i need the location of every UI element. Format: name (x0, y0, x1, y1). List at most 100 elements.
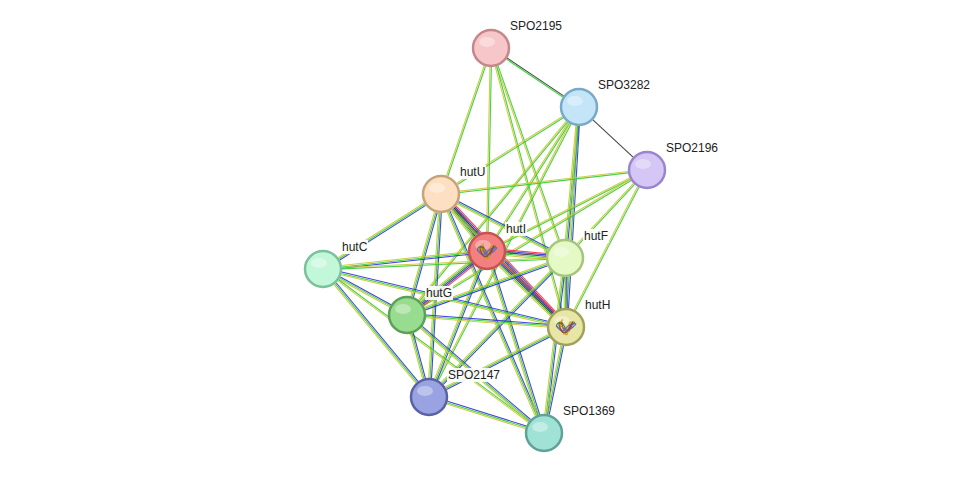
evidence-line (447, 403, 526, 428)
interaction-edge (574, 187, 639, 311)
structure-sketch (559, 321, 573, 332)
interaction-edge (441, 271, 552, 385)
node-circle-shape (526, 415, 562, 451)
node-gloss (311, 258, 327, 268)
interaction-edge (506, 250, 547, 259)
protein-node: hutG (388, 296, 426, 334)
protein-label: hutU (459, 165, 486, 179)
node-gloss (532, 422, 548, 432)
interaction-edge (426, 315, 547, 327)
interaction-edge (506, 58, 563, 97)
interaction-edge (487, 67, 492, 232)
node-circle-shape (548, 309, 584, 345)
evidence-line (504, 179, 630, 243)
evidence-line (338, 281, 528, 422)
node-gloss (635, 159, 651, 169)
node-circle-shape (389, 297, 425, 333)
protein-node: SPO2196 (628, 151, 666, 189)
protein-label: hutC (341, 240, 368, 254)
node-circle-shape (305, 251, 341, 287)
node-circle-shape (629, 152, 665, 188)
node-circle (388, 296, 426, 334)
evidence-line (342, 272, 548, 321)
evidence-line (339, 204, 425, 259)
evidence-line (411, 334, 423, 379)
evidence-line (411, 212, 435, 296)
node-circle-shape (473, 30, 509, 66)
interaction-edge (497, 123, 570, 236)
interaction-edge (338, 280, 529, 422)
node-gloss (429, 183, 445, 193)
node-circle (410, 378, 448, 416)
evidence-line (426, 318, 547, 327)
node-circle-shape (547, 240, 583, 276)
evidence-line (574, 187, 638, 310)
evidence-line (426, 316, 547, 325)
evidence-line (447, 404, 526, 429)
interaction-edge (411, 212, 437, 297)
evidence-line (340, 205, 426, 260)
interaction-edge (564, 277, 567, 308)
evidence-line (445, 334, 548, 387)
protein-label: hutH (584, 298, 611, 312)
protein-label: hutI (505, 222, 527, 236)
evidence-line (443, 273, 552, 385)
evidence-line (507, 58, 563, 96)
node-circle (560, 88, 598, 126)
protein-label: SPO1369 (562, 404, 616, 418)
interaction-edge (435, 268, 482, 380)
node-gloss (417, 386, 433, 396)
protein-node: hutH (547, 308, 585, 346)
evidence-line (338, 203, 424, 258)
protein-label: SPO3282 (597, 78, 651, 92)
evidence-line (565, 277, 567, 308)
evidence-line (442, 272, 551, 384)
protein-node: hutF (546, 239, 584, 277)
node-circle-shape (561, 89, 597, 125)
node-circle (468, 232, 506, 270)
protein-label: SPO2196 (665, 141, 719, 155)
protein-node: hutC (304, 250, 342, 288)
evidence-line (435, 268, 479, 379)
protein-label: SPO2147 (447, 368, 501, 382)
evidence-line (422, 263, 472, 303)
structure-sketch (480, 245, 494, 256)
evidence-line (566, 277, 568, 308)
node-gloss (395, 304, 411, 314)
node-circle (628, 151, 666, 189)
evidence-line (341, 273, 547, 322)
evidence-line (497, 123, 569, 235)
evidence-line (575, 187, 639, 310)
protein-label: SPO2195 (509, 19, 563, 33)
protein-node: SPO3282 (560, 88, 598, 126)
protein-node: hutU (422, 175, 460, 213)
evidence-line (342, 260, 546, 269)
interaction-edge (593, 120, 633, 157)
interaction-edge (445, 334, 549, 389)
evidence-line (457, 118, 563, 185)
interaction-edge (338, 203, 425, 260)
evidence-line (487, 67, 490, 232)
node-circle (547, 308, 585, 346)
evidence-line (423, 264, 473, 304)
node-circle (525, 414, 563, 452)
protein-node: SPO2195 (472, 29, 510, 67)
evidence-line (425, 264, 547, 308)
evidence-line (447, 337, 550, 390)
evidence-line (413, 333, 425, 378)
evidence-line (506, 59, 562, 97)
protein-label: hutF (583, 229, 609, 243)
node-circle (422, 175, 460, 213)
evidence-line (412, 333, 424, 378)
evidence-line (342, 258, 546, 267)
evidence-line (413, 213, 437, 297)
node-circle-shape (469, 233, 505, 269)
node-circle-shape (423, 176, 459, 212)
node-gloss (567, 96, 583, 106)
node-circle (546, 239, 584, 277)
evidence-line (425, 266, 547, 310)
evidence-line (341, 275, 547, 324)
evidence-line (546, 345, 560, 414)
node-gloss (479, 37, 495, 47)
